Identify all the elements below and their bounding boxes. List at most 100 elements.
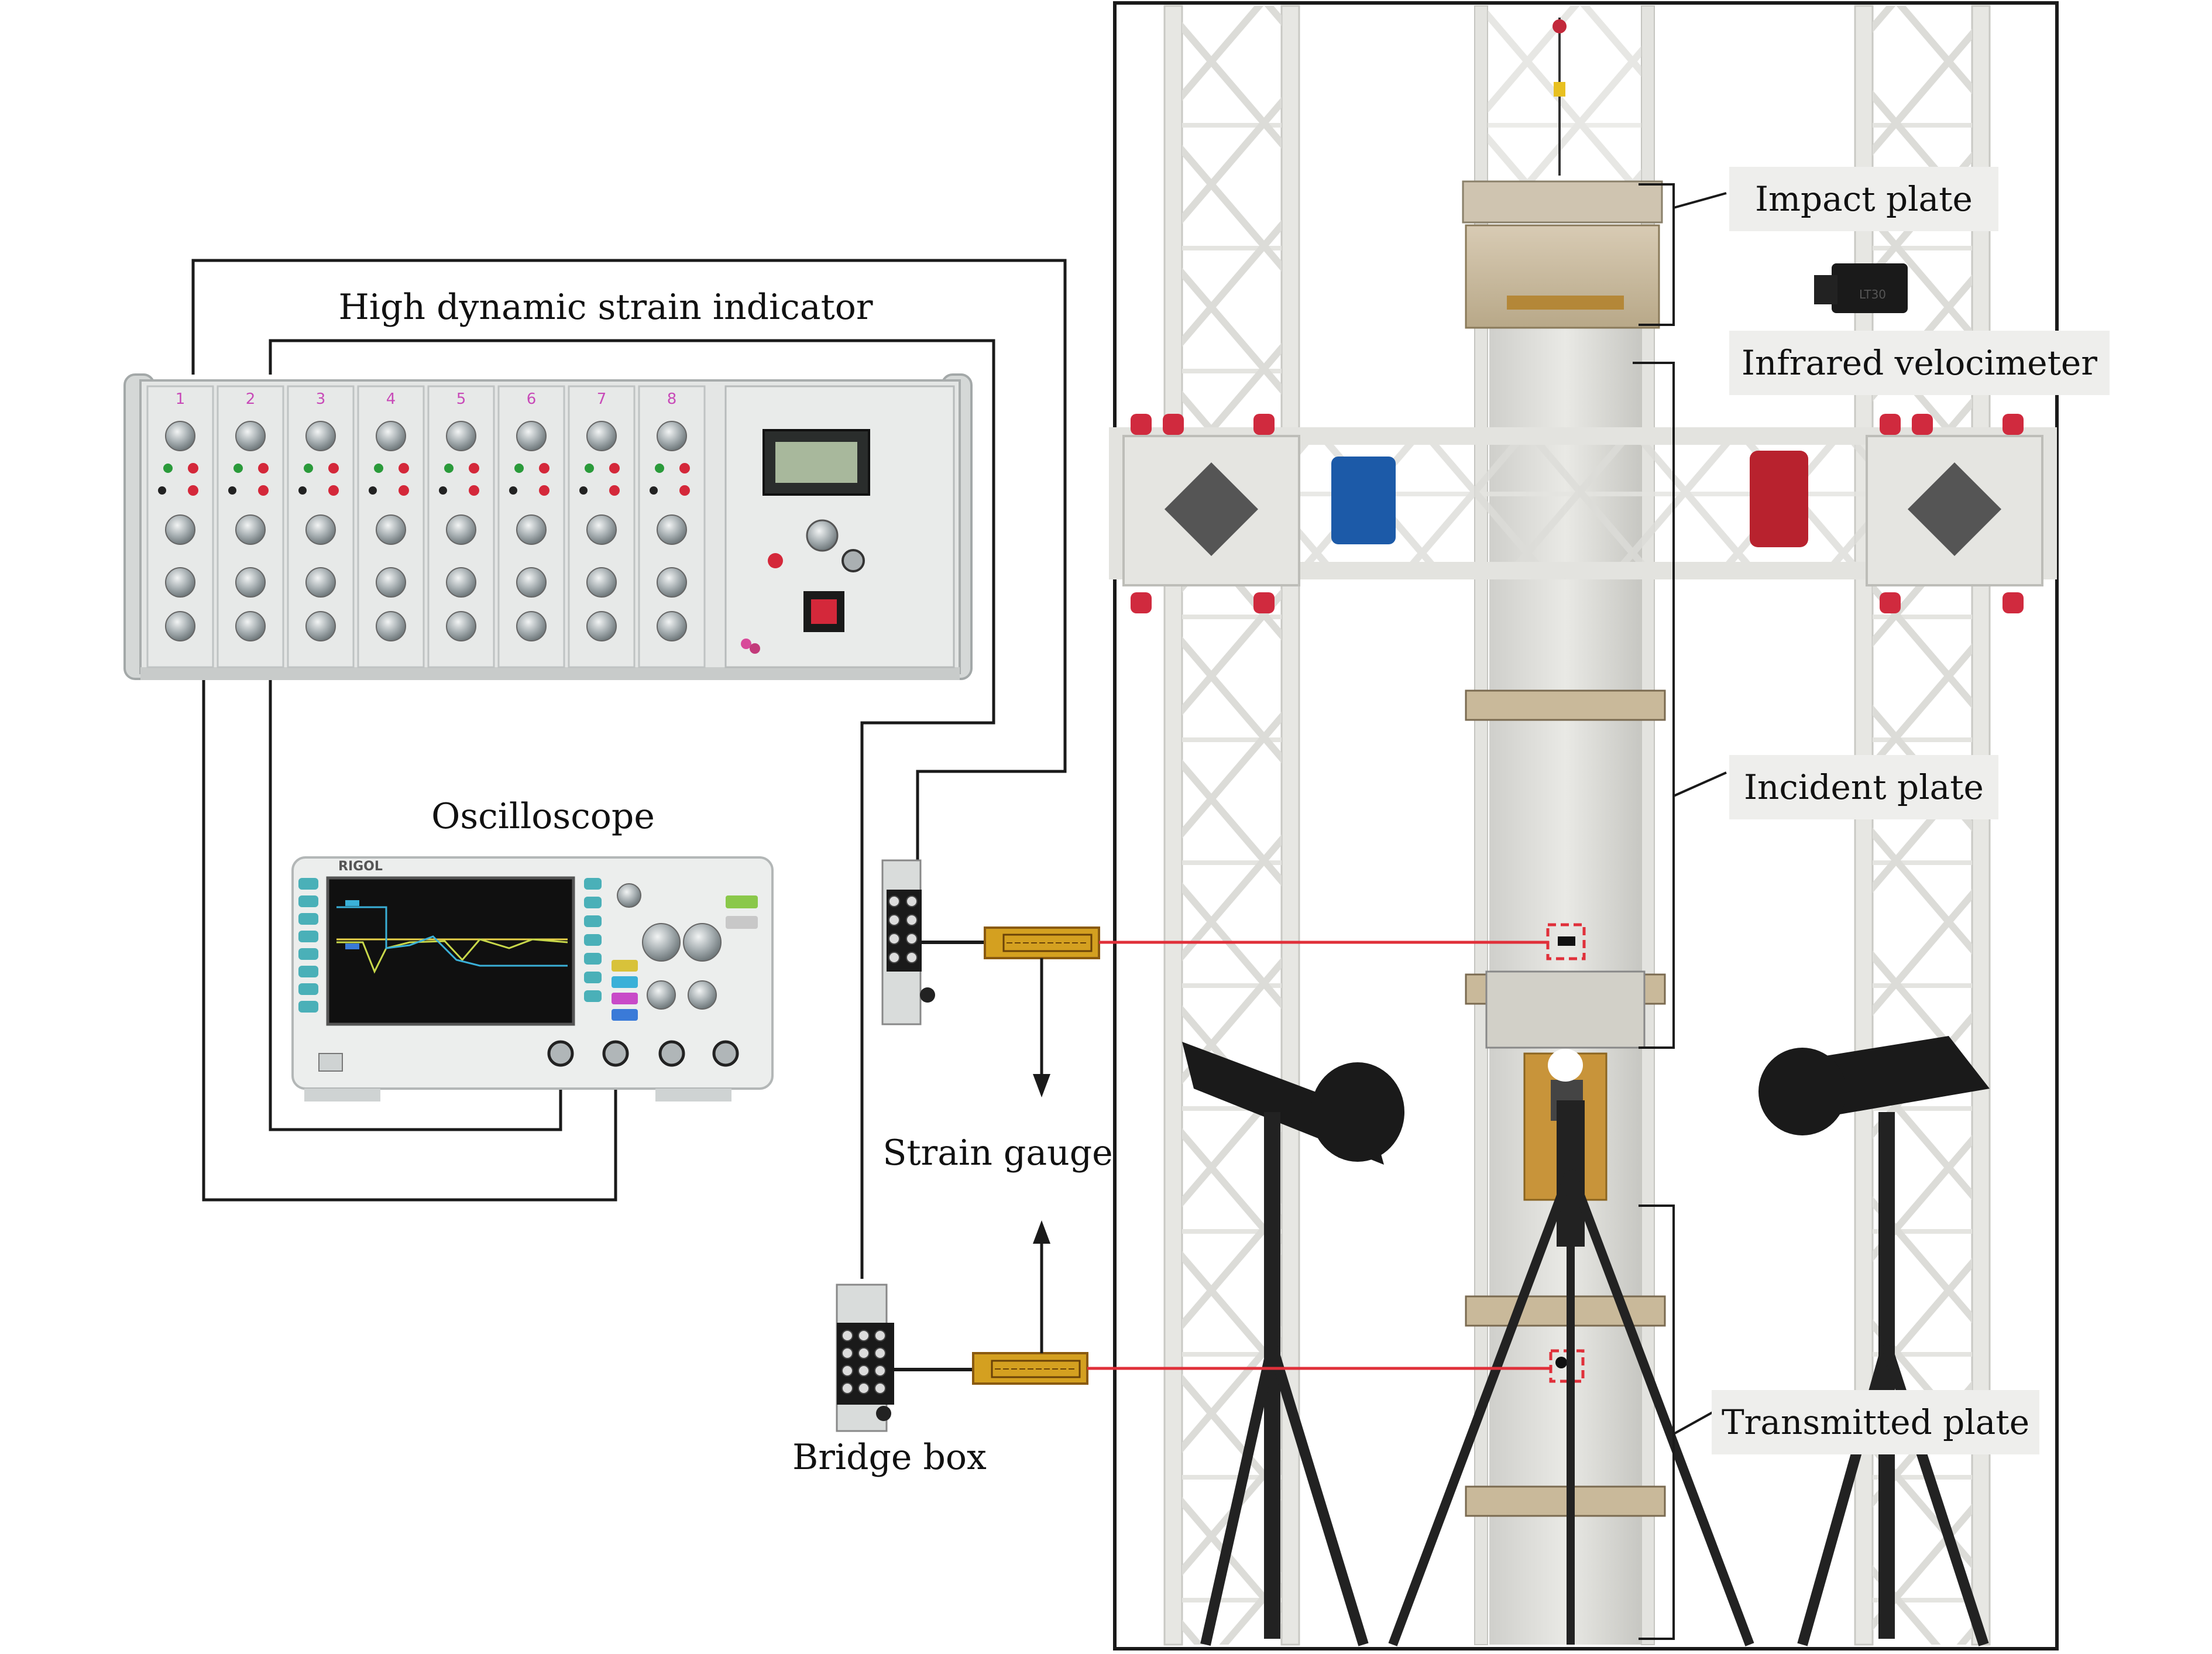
guide-wheel: [1253, 592, 1275, 613]
waveform-trace-yellow: [336, 938, 568, 974]
wire-ch2-out-to-scope: [269, 667, 562, 1131]
bnc-input: [658, 1040, 685, 1067]
balance-button: [539, 463, 549, 473]
lower-strain-gauge: [972, 1352, 1088, 1385]
filter-knob: [235, 567, 266, 598]
channel-number: 1: [176, 390, 186, 408]
oscilloscope-label: Oscilloscope: [431, 796, 655, 837]
indicator-dot: [579, 486, 588, 495]
balance-button: [679, 463, 690, 473]
test-rig-photo: LT30: [1109, 1, 2059, 1650]
wire-ch2-to-lower-bridge: [269, 339, 995, 1279]
status-led: [374, 464, 383, 473]
filter-knob: [376, 567, 406, 598]
output-knob: [165, 611, 195, 641]
calibrate-button: [258, 485, 269, 496]
softkey: [584, 953, 602, 965]
right-softkeys: [584, 878, 602, 1002]
terminal-screw: [858, 1365, 870, 1377]
bridge-terminals: [888, 895, 918, 963]
waveform-trace-cyan: [336, 906, 568, 967]
filter-knob: [586, 567, 617, 598]
output-knob: [516, 611, 547, 641]
clamp-block: [1485, 970, 1646, 1049]
center-tripod: [1388, 1100, 1754, 1646]
gain-knob: [657, 421, 687, 451]
output-knob: [657, 611, 687, 641]
wiring: [191, 259, 1067, 1279]
filter-knob: [305, 567, 336, 598]
output-knob: [586, 611, 617, 641]
status-led: [655, 464, 664, 473]
gain-knob: [165, 421, 195, 451]
strain-gauge-pointers: [1033, 958, 1050, 1353]
calibrate-button: [679, 485, 690, 496]
bridge-voltage-knob: [376, 514, 406, 545]
calibrate-button: [539, 485, 549, 496]
strain-gauge-label: Strain gauge: [882, 1133, 1112, 1173]
status-led: [514, 464, 524, 473]
guide-wheel: [1163, 414, 1184, 435]
range-selector-knob[interactable]: [806, 519, 839, 552]
terminal-screw: [906, 914, 918, 926]
softkey: [584, 878, 602, 890]
softkey: [298, 983, 318, 995]
gain-knob: [305, 421, 336, 451]
channel-number: 4: [386, 390, 396, 408]
reset-button[interactable]: [768, 553, 783, 568]
bnc-input: [712, 1040, 739, 1067]
scope-control-panel: [612, 883, 758, 1021]
softkey: [298, 966, 318, 977]
callout-transmitted-plate: Transmitted plate: [1712, 1390, 2039, 1454]
oscilloscope-screen: [326, 876, 575, 1026]
guide-wheel: [2003, 592, 2024, 613]
lower-bridge-box: [836, 1284, 894, 1432]
wire-ch1-to-upper-bridge: [191, 259, 1067, 866]
bridge-terminals: [841, 1330, 886, 1394]
softkey: [298, 948, 318, 960]
gain-knob: [376, 421, 406, 451]
gain-knob: [446, 421, 476, 451]
softkey: [584, 934, 602, 946]
bridge-box-label: Bridge box: [792, 1437, 987, 1478]
crossbeam: [1109, 414, 2057, 613]
output-knob: [376, 611, 406, 641]
svg-text:Impact plate: Impact plate: [1755, 179, 1973, 219]
terminal-screw: [858, 1347, 870, 1359]
guide-wheels: [1131, 414, 2024, 613]
balance-button: [399, 463, 409, 473]
bridge-voltage-knob: [446, 514, 476, 545]
terminal-screw: [841, 1365, 853, 1377]
terminal-screw: [874, 1382, 886, 1394]
output-knob: [446, 611, 476, 641]
calibrate-button: [399, 485, 409, 496]
output-knob: [305, 611, 336, 641]
guide-wheel: [1880, 414, 1901, 435]
terminal-screw: [888, 895, 900, 907]
status-led: [304, 464, 313, 473]
clamp-band: [1465, 1295, 1666, 1327]
bnc-output[interactable]: [841, 549, 865, 572]
clamp-band: [1465, 1485, 1666, 1517]
red-hoist-motor: [1750, 451, 1808, 547]
svg-text:Transmitted plate: Transmitted plate: [1722, 1402, 2029, 1442]
terminal-screw: [841, 1330, 853, 1341]
status-led: [233, 464, 243, 473]
gain-knob: [586, 421, 617, 451]
indicator-dot: [369, 486, 377, 495]
gain-knob: [235, 421, 266, 451]
channel-number: 8: [667, 390, 677, 408]
column-clamps: [1465, 689, 1666, 1517]
terminal-screw: [858, 1382, 870, 1394]
calibrate-button: [328, 485, 339, 496]
left-light-tripod: [1182, 1042, 1404, 1646]
infrared-velocimeter-device: LT30: [1814, 263, 1908, 313]
balance-button: [469, 463, 479, 473]
wire-ch1-out-to-scope: [202, 667, 617, 1202]
oscilloscope-brand: RIGOL: [338, 859, 383, 874]
filter-knob: [165, 567, 195, 598]
indicator-dot: [298, 486, 307, 495]
gain-knob: [516, 421, 547, 451]
terminal-screw: [841, 1347, 853, 1359]
bnc-input: [547, 1040, 574, 1067]
